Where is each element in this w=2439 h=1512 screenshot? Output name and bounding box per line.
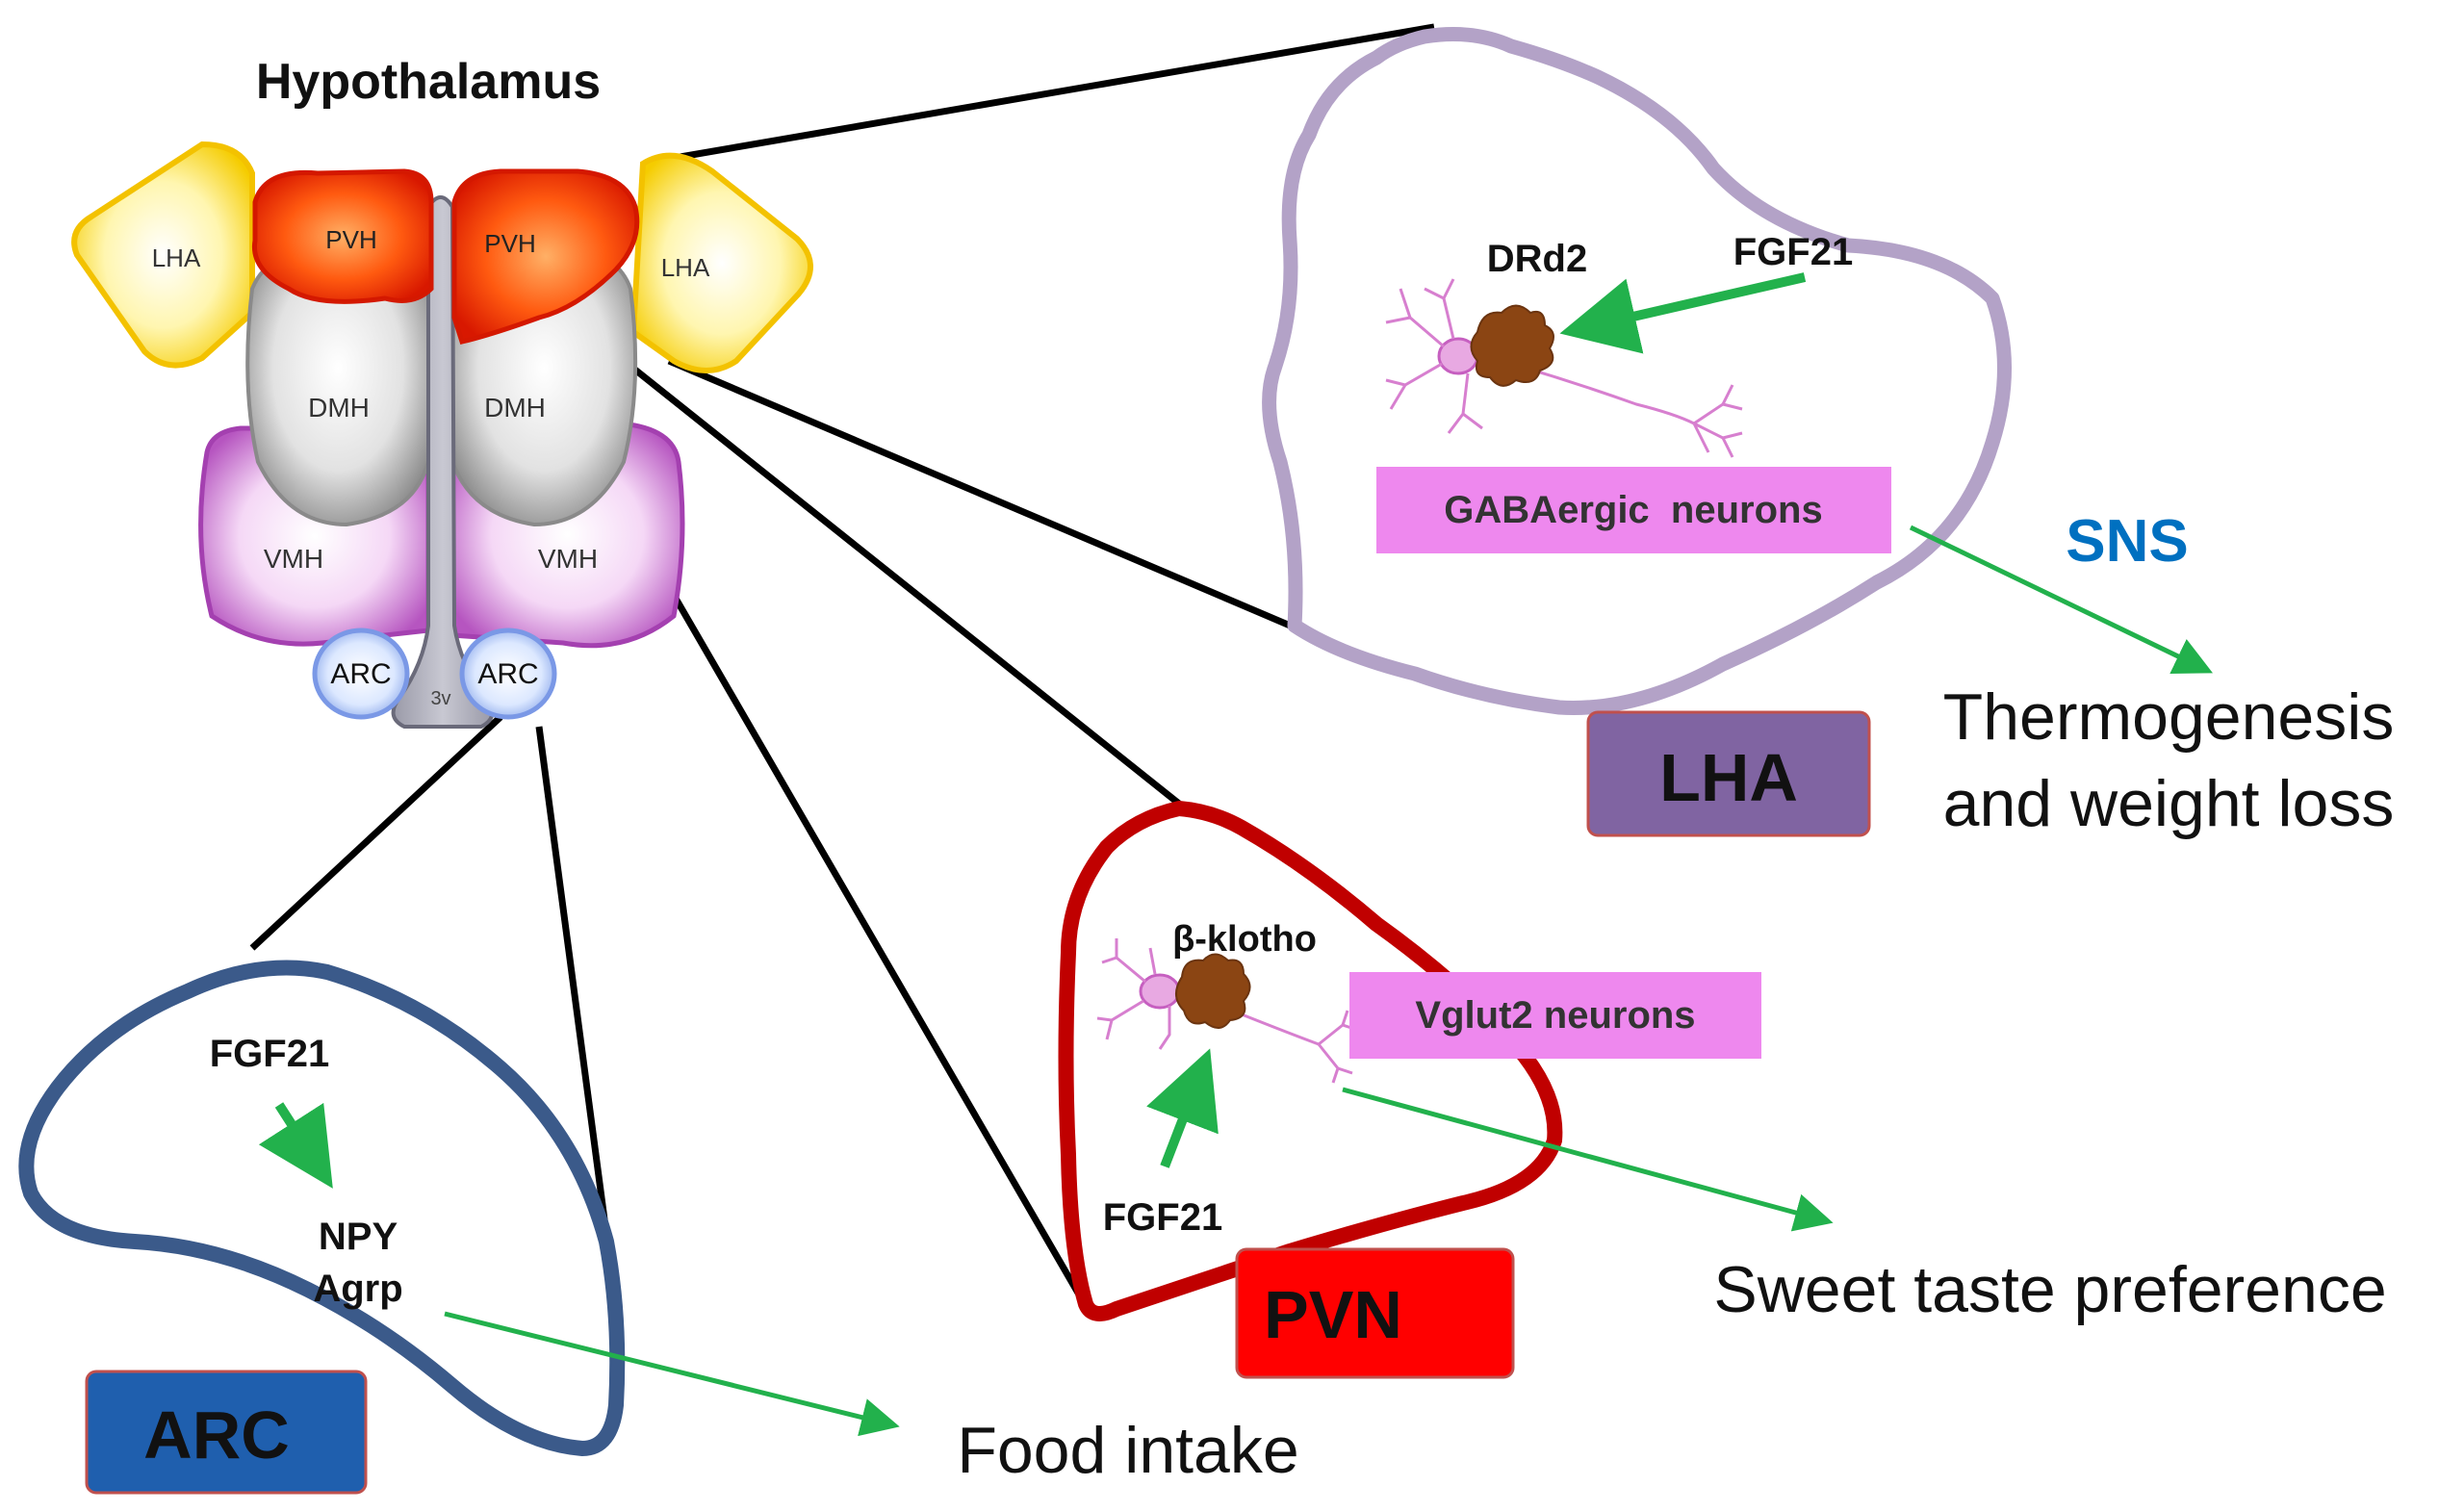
- dmh-left-label: DMH: [308, 393, 370, 423]
- arc-panel: FGF21 NPY Agrp Food intake ARC: [18, 960, 1299, 1495]
- lha-label-text: LHA: [1659, 740, 1798, 815]
- arc-target-line2: Agrp: [313, 1268, 402, 1310]
- arc-fgf21-arrow: [258, 1102, 333, 1189]
- pvn-receptor-icon: [1175, 953, 1251, 1029]
- pvn-output-arrow: [1342, 1087, 1834, 1232]
- pvh-left-label: PVH: [325, 225, 376, 254]
- lha-panel: DRd2 FGF21 GABAergic neurons SNS Thermog…: [1262, 27, 2395, 840]
- lha-outcome-line2: and weight loss: [1943, 767, 2395, 840]
- arc-left-region: [312, 628, 410, 720]
- connector-lha-bottom: [667, 357, 1297, 631]
- arc-right-label: ARC: [477, 658, 538, 690]
- arc-target-line1: NPY: [319, 1216, 398, 1258]
- arc-label-text: ARC: [143, 1397, 290, 1473]
- lha-right-region: [629, 152, 813, 373]
- lha-output-arrow: [1909, 525, 2214, 674]
- lha-neurons-box: [1376, 467, 1891, 553]
- lha-fgf21-arrow: [1559, 272, 1807, 354]
- pvh-right-region: [451, 168, 640, 345]
- diagram-title: Hypothalamus: [256, 54, 601, 110]
- lha-fgf21-label: FGF21: [1733, 231, 1853, 273]
- pvn-fgf21-label: FGF21: [1103, 1196, 1222, 1239]
- arc-output-arrow: [444, 1311, 900, 1437]
- pvn-outcome: Sweet taste preference: [1713, 1253, 2386, 1326]
- dmh-right-label: DMH: [484, 393, 546, 423]
- connector-arc-left: [249, 714, 503, 951]
- pvn-receptor-label: β-klotho: [1172, 919, 1317, 960]
- arc-outcome: Food intake: [957, 1414, 1298, 1487]
- pvn-label-text: PVN: [1264, 1277, 1402, 1352]
- pvn-panel: β-klotho FGF21 Vglut2 neurons Sweet tast…: [1058, 801, 2387, 1379]
- sns-label: SNS: [2066, 508, 2188, 575]
- pvn-neurons-box: [1349, 972, 1761, 1059]
- lha-right-label: LHA: [661, 253, 710, 282]
- lha-receptor-label: DRd2: [1487, 238, 1587, 280]
- arc-panel-outline: [18, 960, 626, 1456]
- arc-label-box: [85, 1370, 368, 1495]
- lha-neurons-label: GABAergic neurons: [1444, 489, 1822, 531]
- lha-panel-outline: [1262, 27, 2012, 715]
- arc-fgf21-label: FGF21: [210, 1033, 329, 1075]
- connector-lha-top: [668, 23, 1435, 163]
- arc-right-region: [459, 628, 557, 720]
- lha-label-box: [1586, 710, 1871, 837]
- pvn-fgf21-arrow: [1146, 1048, 1219, 1168]
- lha-left-region: [71, 141, 255, 369]
- connector-pvn-top: [557, 307, 1182, 807]
- hypothalamus-illustration: LHA LHA VMH VMH DMH DMH 3v PVH PVH ARC A…: [71, 141, 813, 729]
- pvn-neurons-label: Vglut2 neurons: [1415, 994, 1695, 1037]
- third-ventricle-label: 3v: [430, 688, 450, 709]
- pvh-right-label: PVH: [484, 229, 535, 258]
- vmh-right-label: VMH: [538, 544, 598, 574]
- pvh-left-region: [251, 168, 434, 304]
- lha-outcome-line1: Thermogenesis: [1943, 680, 2395, 754]
- vmh-left-label: VMH: [264, 544, 323, 574]
- lha-left-label: LHA: [152, 243, 201, 272]
- lha-receptor-icon: [1470, 304, 1554, 387]
- arc-left-label: ARC: [330, 658, 391, 690]
- pvn-label-box: [1235, 1247, 1515, 1379]
